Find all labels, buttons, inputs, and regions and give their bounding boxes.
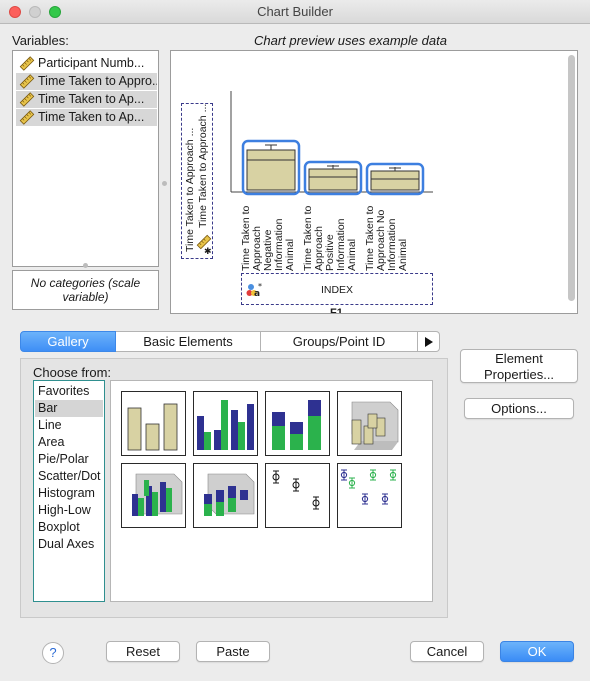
chart-type-item[interactable]: Boxplot: [38, 520, 80, 534]
stacked-bar-thumbnail[interactable]: [265, 391, 330, 456]
cancel-button[interactable]: Cancel: [410, 641, 484, 662]
chart-thumbnail-grid: [110, 380, 433, 602]
3d-stacked-bar-icon: [204, 473, 255, 516]
3d-bar-thumbnail[interactable]: [337, 391, 402, 456]
preview-scrollbar[interactable]: [568, 55, 575, 301]
variable-item[interactable]: Time Taken to Appro...: [16, 73, 157, 90]
multi-variable-icon: ✱: [204, 246, 212, 256]
splitter-handle[interactable]: [83, 263, 88, 268]
paste-button[interactable]: Paste: [196, 641, 270, 662]
x-category-label: Time Taken to Approach Positive Informat…: [302, 205, 358, 271]
variable-label: Time Taken to Ap...: [38, 110, 145, 124]
variable-item[interactable]: Participant Numb...: [16, 55, 157, 72]
variable-item[interactable]: Time Taken to Ap...: [16, 91, 157, 108]
scale-ruler-icon: [19, 92, 35, 107]
clustered-bar-thumbnail[interactable]: [193, 391, 258, 456]
variable-item[interactable]: Time Taken to Ap...: [16, 109, 157, 126]
variable-label: Time Taken to Ap...: [38, 92, 145, 106]
tab-basic-elements[interactable]: Basic Elements: [116, 331, 261, 352]
chart-type-item[interactable]: High-Low: [38, 503, 91, 517]
help-button[interactable]: ?: [42, 642, 64, 664]
clustered-error-bar-thumbnail[interactable]: [337, 463, 402, 528]
preview-label: Chart preview uses example data: [254, 33, 447, 48]
variable-label: Participant Numb...: [38, 56, 145, 70]
x-axis-drop-zone[interactable]: a * INDEX: [241, 273, 433, 305]
scale-ruler-icon: [19, 56, 35, 71]
tab-more-button[interactable]: [418, 331, 440, 352]
svg-text:a: a: [254, 289, 260, 298]
chart-type-item[interactable]: Scatter/Dot: [38, 469, 101, 483]
3d-stacked-bar-thumbnail[interactable]: [193, 463, 258, 528]
ok-button[interactable]: OK: [500, 641, 574, 662]
chart-type-item[interactable]: Line: [38, 418, 62, 432]
y-axis-drop-zone[interactable]: Time Taken to Approach ... Time Taken to…: [181, 103, 213, 259]
element-properties-button[interactable]: Element Properties...: [460, 349, 578, 383]
clustered-bar-icon: [197, 400, 254, 450]
chart-preview-canvas[interactable]: Time Taken to Approach ... Time Taken to…: [170, 50, 578, 314]
variable-label: Time Taken to Appro...: [38, 74, 157, 88]
splitter-handle[interactable]: [162, 181, 167, 186]
clustered-error-bar-icon: [340, 469, 397, 505]
chart-type-list[interactable]: Favorites Bar Line Area Pie/Polar Scatte…: [33, 380, 105, 602]
reset-button[interactable]: Reset: [106, 641, 180, 662]
options-button[interactable]: Options...: [464, 398, 574, 419]
x-axis-label: INDEX: [320, 284, 354, 296]
simple-bar-thumbnail[interactable]: [121, 391, 186, 456]
title-bar: Chart Builder: [0, 0, 590, 24]
choose-from-label: Choose from:: [33, 365, 112, 380]
chart-type-item[interactable]: Pie/Polar: [38, 452, 89, 466]
error-bar-icon: [272, 470, 320, 510]
chart-type-item[interactable]: Bar: [35, 400, 103, 417]
categories-note: No categories (scale variable): [12, 270, 159, 310]
boxplot-preview: [230, 91, 433, 196]
chart-type-item[interactable]: Histogram: [38, 486, 95, 500]
scale-ruler-icon: [19, 74, 35, 89]
3d-clustered-bar-thumbnail[interactable]: [121, 463, 186, 528]
simple-error-bar-thumbnail[interactable]: [265, 463, 330, 528]
stacked-bar-icon: [272, 400, 321, 450]
svg-text:*: *: [258, 282, 262, 291]
scale-ruler-icon: [196, 234, 212, 250]
tab-bar: Gallery Basic Elements Groups/Point ID: [20, 331, 440, 352]
nominal-variable-icon: a *: [246, 282, 262, 298]
3d-bar-icon: [351, 401, 399, 450]
x-category-label: Time Taken to Approach No Information An…: [364, 205, 409, 271]
variables-list[interactable]: Participant Numb... Time Taken to Appro.…: [12, 50, 159, 267]
zoom-window-button[interactable]: [49, 6, 61, 18]
tab-groups-point-id[interactable]: Groups/Point ID: [261, 331, 418, 352]
triangle-right-icon: [424, 337, 433, 347]
variables-label: Variables:: [12, 33, 69, 48]
box-selection-outline: [365, 162, 425, 196]
chart-type-item[interactable]: Dual Axes: [38, 537, 95, 551]
box-selection-outline: [303, 160, 363, 196]
3d-clustered-bar-icon: [132, 473, 183, 516]
minimize-window-button[interactable]: [29, 6, 41, 18]
chart-type-item[interactable]: Favorites: [38, 384, 90, 398]
tab-gallery[interactable]: Gallery: [20, 331, 116, 352]
simple-bar-icon: [127, 403, 178, 451]
panel-label: F1: [330, 307, 343, 314]
chart-type-item[interactable]: Area: [38, 435, 65, 449]
close-window-button[interactable]: [9, 6, 21, 18]
window-title: Chart Builder: [257, 4, 333, 19]
scale-ruler-icon: [19, 110, 35, 125]
box-selection-outline: [241, 139, 301, 196]
x-category-label: Time Taken to Approach Negative Informat…: [240, 205, 296, 271]
